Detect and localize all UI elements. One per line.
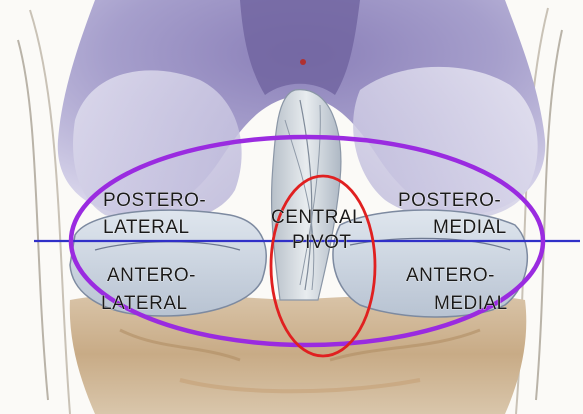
knee-illustration: POSTERO- LATERAL POSTERO- MEDIAL CENTRAL… (0, 0, 583, 414)
knee-diagram: POSTERO- LATERAL POSTERO- MEDIAL CENTRAL… (0, 0, 583, 414)
